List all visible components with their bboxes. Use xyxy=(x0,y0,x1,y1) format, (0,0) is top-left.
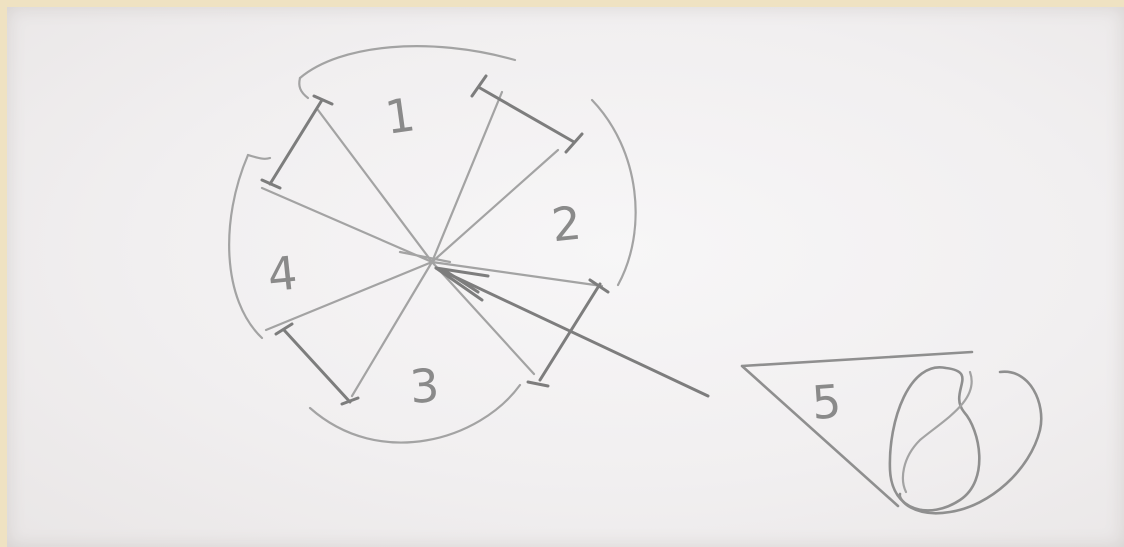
gap-marker-1-2 xyxy=(472,76,582,152)
viewer-head xyxy=(890,367,979,510)
sector-dividers xyxy=(262,92,602,396)
sector-label-2: 2 xyxy=(549,196,584,253)
arrow-shaft xyxy=(436,268,708,396)
gap-marker-4-1 xyxy=(262,96,332,188)
arc-sector-1 xyxy=(300,46,515,78)
viewer-label-5: 5 xyxy=(810,374,843,430)
spoke xyxy=(432,262,534,374)
arc-sector-2 xyxy=(592,100,636,285)
spoke xyxy=(432,150,558,262)
arc-sector-4 xyxy=(229,155,262,338)
view-arrow xyxy=(436,268,708,396)
spoke xyxy=(432,92,502,262)
sector-label-3: 3 xyxy=(408,358,441,414)
viewer-symbol xyxy=(742,352,1041,513)
viewer-cone xyxy=(742,352,972,506)
gap-marker-3-4 xyxy=(276,324,358,404)
gap-marker-2-3 xyxy=(528,280,608,386)
sector-label-1: 1 xyxy=(382,87,419,145)
arc-sector-4-top xyxy=(248,155,270,159)
sector-label-4: 4 xyxy=(265,246,300,303)
arc-sector-1-edge xyxy=(299,78,308,98)
